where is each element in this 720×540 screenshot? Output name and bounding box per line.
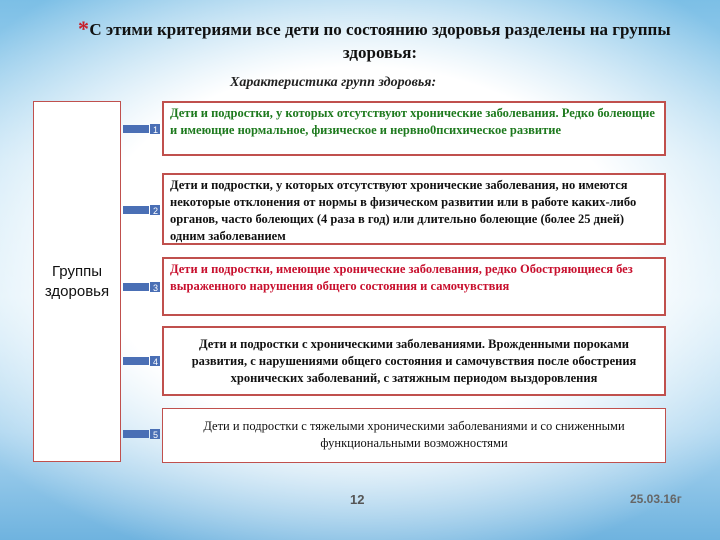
group-5-box: Дети и подростки с тяжелыми хроническими… bbox=[162, 408, 666, 463]
slide-number: 12 bbox=[350, 492, 365, 507]
group-3-box: Дети и подростки, имеющие хронические за… bbox=[162, 257, 666, 316]
bullet-asterisk-icon: * bbox=[78, 16, 89, 41]
connector-label-1: 1 bbox=[153, 125, 158, 135]
connector-arrow-5: 5 bbox=[123, 429, 160, 440]
group-4-box: Дети и подростки с хроническими заболева… bbox=[162, 326, 666, 396]
health-groups-label: Группы здоровья bbox=[44, 262, 110, 300]
diagram-subtitle: Характеристика групп здоровья: bbox=[230, 75, 437, 90]
connector-label-4: 4 bbox=[153, 357, 158, 367]
slide-date: 25.03.16г bbox=[630, 492, 682, 506]
group-1-box: Дети и подростки, у которых отсутствуют … bbox=[162, 101, 666, 156]
connector-arrow-1: 1 bbox=[123, 124, 160, 135]
slide-title: С этими критериями все дети по состоянию… bbox=[89, 20, 671, 62]
connector-arrow-2: 2 bbox=[123, 205, 160, 216]
health-groups-box: Группы здоровья bbox=[33, 101, 121, 462]
group-2-box: Дети и подростки, у которых отсутствуют … bbox=[162, 173, 666, 245]
connector-label-5: 5 bbox=[153, 430, 158, 440]
connector-label-2: 2 bbox=[153, 206, 158, 216]
connector-arrow-3: 3 bbox=[123, 282, 160, 293]
connector-label-3: 3 bbox=[153, 283, 158, 293]
connector-arrow-4: 4 bbox=[123, 356, 160, 367]
